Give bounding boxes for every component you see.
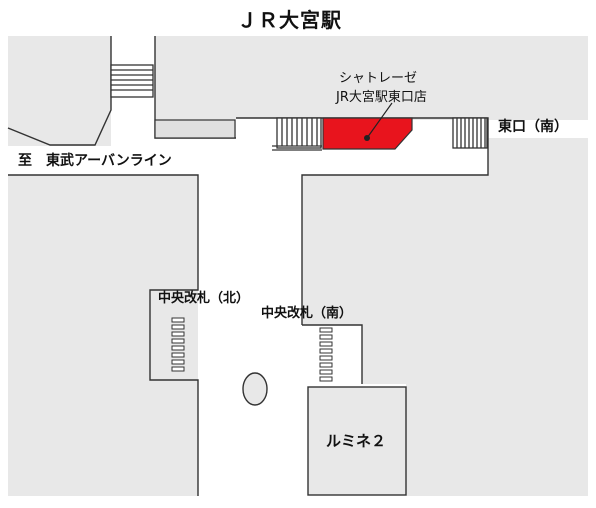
shop-leader-line: [366, 102, 393, 139]
map-title: ＪＲ大宮駅: [237, 8, 342, 32]
block-top-right: [155, 36, 588, 138]
block-top-left: [8, 36, 111, 146]
stairs-shop-left: [272, 117, 322, 151]
ticket-gate-south: [319, 327, 333, 382]
block-right: [302, 138, 588, 496]
lumine-building: [307, 386, 407, 496]
ticket-gate-north: [171, 317, 185, 372]
pillar: [242, 372, 268, 406]
tobu-line-label: 至 東武アーバンライン: [18, 153, 172, 169]
shop-highlight: [322, 117, 413, 150]
kiosk-box: [154, 119, 236, 139]
east-exit-label: 東口（南）: [498, 119, 568, 135]
block-left: [8, 175, 198, 496]
shop-name-line2: JR大宮駅東口店: [336, 90, 427, 105]
central-gate-north-label: 中央改札（北）: [158, 291, 250, 306]
stairs-east-exit: [452, 117, 488, 149]
stairs-northwest: [110, 64, 154, 98]
shop-name-line1: シャトレーゼ: [339, 71, 418, 86]
lumine-label: ルミネ２: [326, 432, 387, 450]
central-gate-south-label: 中央改札（南）: [261, 306, 353, 321]
